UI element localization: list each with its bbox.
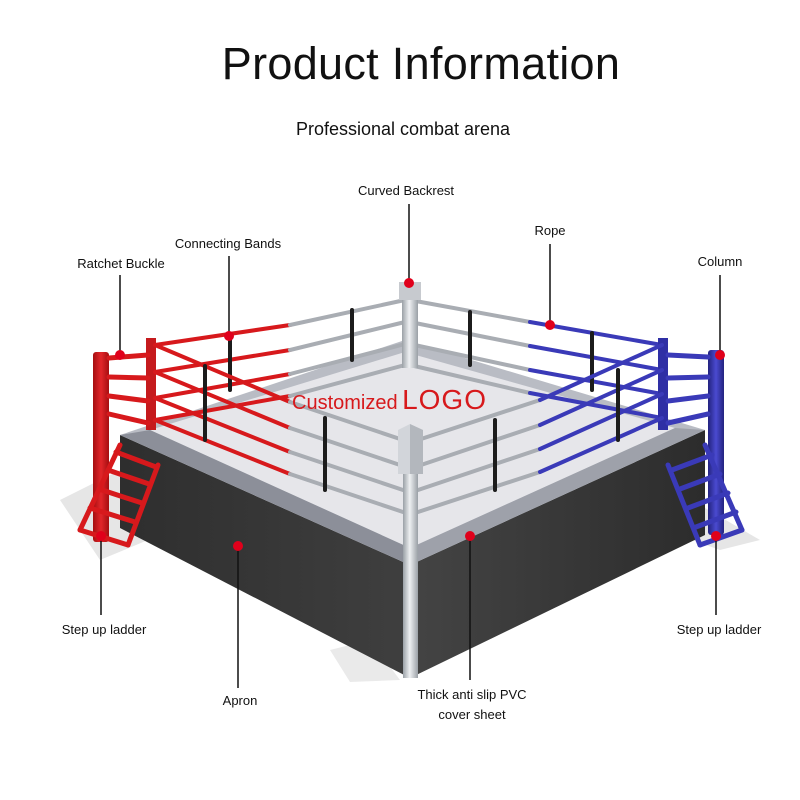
- label-curved-backrest: Curved Backrest: [357, 183, 455, 198]
- label-ratchet-buckle: Ratchet Buckle: [77, 256, 165, 271]
- canvas-border-left: [120, 430, 410, 565]
- logo-text-customized: Customized: [292, 392, 398, 414]
- marker-connecting-bands: [224, 331, 234, 341]
- logo-text-logo: LOGO: [402, 384, 487, 415]
- blue-corner-post: [658, 338, 724, 535]
- page-subtitle: Professional combat arena: [295, 119, 511, 139]
- callout-markers: [96, 278, 725, 551]
- customized-logo: Customized LOGO: [292, 384, 487, 416]
- label-rope: Rope: [534, 223, 566, 238]
- marker-apron: [233, 541, 243, 551]
- label-step-up-ladder-right: Step up ladder: [676, 622, 762, 637]
- ropes-front: [153, 343, 664, 514]
- ropes-front-left: [153, 343, 405, 514]
- marker-curved-backrest: [404, 278, 414, 288]
- marker-ratchet-buckle: [115, 350, 125, 360]
- back-post: [399, 282, 421, 368]
- marker-pvc: [465, 531, 475, 541]
- callout-lines: [100, 204, 721, 688]
- label-column: Column: [697, 254, 743, 269]
- marker-ladder-left: [96, 531, 106, 541]
- blue-step-ladder: [665, 442, 745, 548]
- ropes-front-right: [416, 343, 664, 514]
- connecting-bands-front: [203, 364, 620, 492]
- front-post: [398, 424, 423, 678]
- marker-rope: [545, 320, 555, 330]
- label-pvc-line1: Thick anti slip PVC: [417, 687, 527, 702]
- canvas-border-right: [410, 428, 705, 565]
- label-pvc-line2: cover sheet: [438, 707, 506, 722]
- label-connecting-bands: Connecting Bands: [174, 236, 282, 251]
- label-apron: Apron: [222, 693, 258, 708]
- marker-ladder-right: [711, 531, 721, 541]
- marker-column: [715, 350, 725, 360]
- apron-left-face: [120, 435, 410, 678]
- ropes-back: [153, 298, 664, 422]
- label-step-up-ladder-left: Step up ladder: [61, 622, 147, 637]
- ring-platform: [120, 340, 705, 678]
- page-title: Product Information: [221, 38, 621, 89]
- ropes-back-left: [153, 298, 407, 422]
- connecting-bands-back: [228, 308, 594, 392]
- apron-right-face: [410, 430, 705, 678]
